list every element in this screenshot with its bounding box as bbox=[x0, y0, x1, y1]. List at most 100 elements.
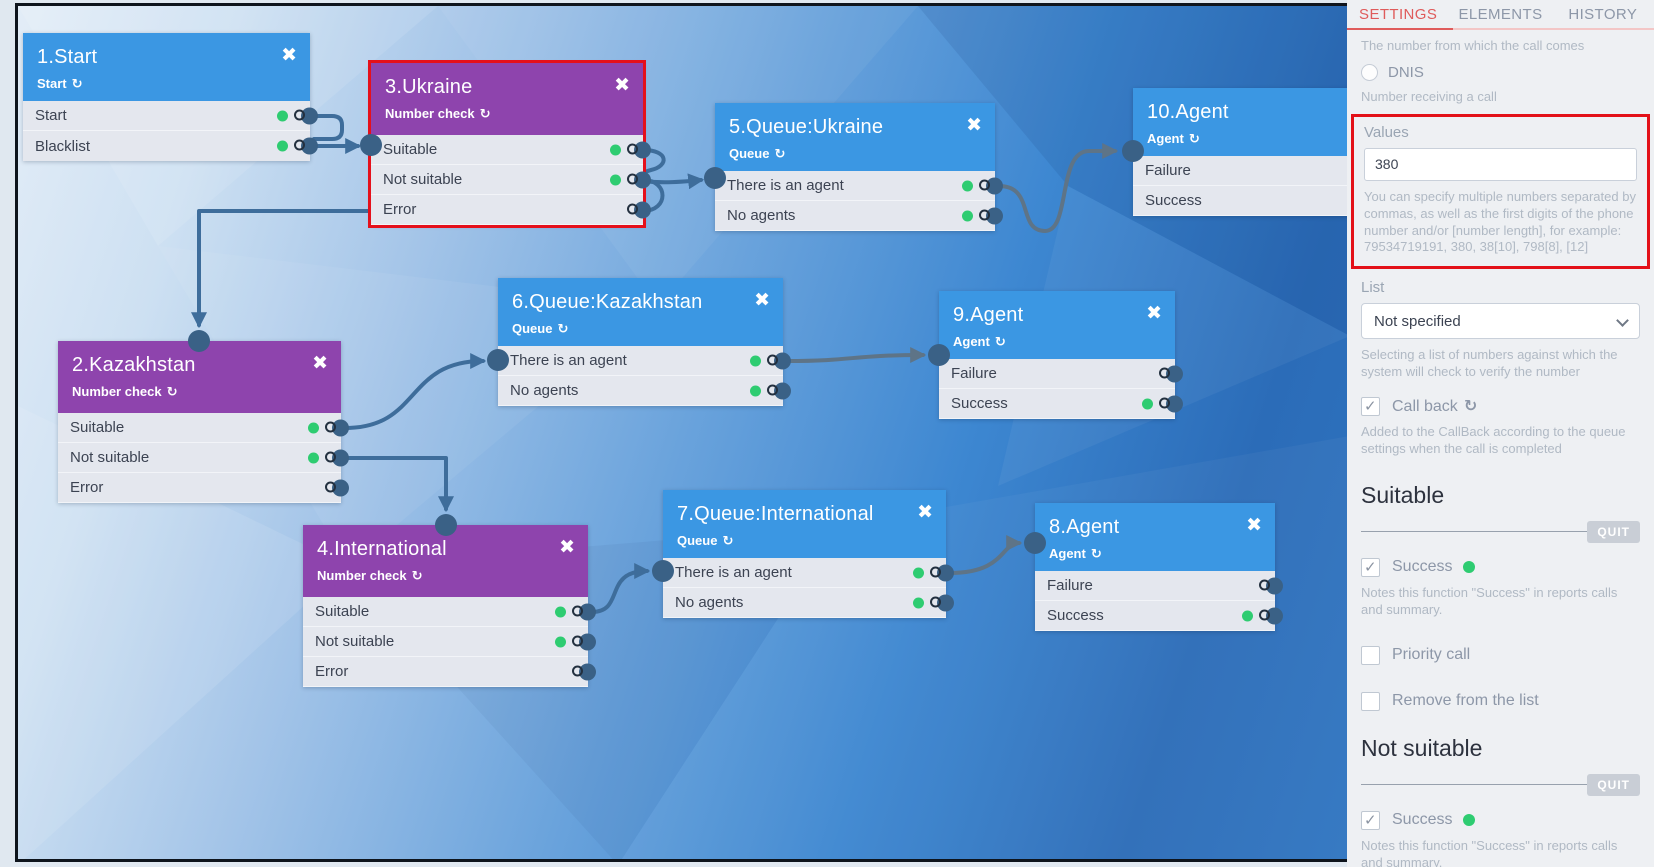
flow-node-queue-international[interactable]: 7.Queue:International Queue↻ ✖ There is … bbox=[652, 490, 954, 618]
close-icon[interactable]: ✖ bbox=[1146, 303, 1162, 324]
output-connector[interactable] bbox=[325, 449, 349, 466]
output-connector[interactable] bbox=[294, 137, 318, 155]
flow-node-agent-10[interactable]: 10.Agent Agent↻ ✖ Failure Success bbox=[1122, 88, 1347, 216]
node-output-row[interactable]: Error bbox=[371, 195, 651, 225]
close-icon[interactable]: ✖ bbox=[559, 537, 575, 558]
node-output-row[interactable]: Failure bbox=[1133, 156, 1347, 186]
input-connector[interactable] bbox=[487, 349, 509, 371]
output-connector[interactable] bbox=[767, 382, 791, 399]
node-output-row[interactable]: Error bbox=[303, 657, 596, 687]
tab-elements[interactable]: ELEMENTS bbox=[1458, 5, 1543, 23]
node-output-row[interactable]: Not suitable bbox=[303, 627, 596, 657]
node-output-row[interactable]: Error bbox=[58, 473, 349, 503]
remove-from-list-checkbox[interactable]: ✓ bbox=[1361, 691, 1380, 711]
dnis-radio[interactable] bbox=[1361, 63, 1378, 81]
output-connector[interactable] bbox=[627, 171, 651, 188]
input-connector[interactable] bbox=[928, 344, 950, 366]
output-connector[interactable] bbox=[979, 207, 1003, 224]
node-output-row[interactable]: Success bbox=[1035, 601, 1283, 631]
close-icon[interactable]: ✖ bbox=[312, 353, 328, 374]
node-output-row[interactable]: Failure bbox=[1035, 571, 1283, 601]
output-connector[interactable] bbox=[294, 107, 318, 124]
output-connector[interactable] bbox=[1259, 607, 1283, 624]
node-output-row[interactable]: Not suitable bbox=[371, 165, 651, 195]
input-connector[interactable] bbox=[1024, 532, 1046, 554]
input-connector[interactable] bbox=[704, 167, 726, 189]
tab-settings[interactable]: SETTINGS bbox=[1359, 5, 1438, 23]
input-connector[interactable] bbox=[188, 330, 210, 352]
output-connector[interactable] bbox=[572, 633, 596, 650]
flow-node-agent-9[interactable]: 9.Agent Agent↻ ✖ Failure Success bbox=[928, 291, 1183, 419]
close-icon[interactable]: ✖ bbox=[614, 75, 630, 96]
node-output-row[interactable]: Not suitable bbox=[58, 443, 349, 473]
callback-option[interactable]: ✓ Call back↻ bbox=[1361, 396, 1640, 416]
flow-node-ukraine[interactable]: 3.Ukraine Number check↻ ✖ Suitable Not s… bbox=[360, 60, 651, 228]
row-label: Failure bbox=[1145, 162, 1191, 179]
input-connector[interactable] bbox=[1122, 140, 1144, 162]
success-green-dot bbox=[1463, 561, 1476, 574]
output-connector[interactable] bbox=[930, 564, 954, 581]
values-label: Values bbox=[1364, 123, 1409, 141]
node-output-row[interactable]: Blacklist bbox=[23, 131, 318, 161]
output-connector[interactable] bbox=[1159, 365, 1183, 382]
flow-node-start[interactable]: 1.Start Start↻ ✖ Start Blacklist bbox=[23, 33, 318, 161]
values-input[interactable] bbox=[1364, 147, 1637, 181]
callback-checkbox[interactable]: ✓ bbox=[1361, 396, 1380, 416]
node-output-row[interactable]: There is an agent bbox=[663, 558, 954, 588]
flow-node-queue-ukraine[interactable]: 5.Queue:Ukraine Queue↻ ✖ There is an age… bbox=[704, 103, 1003, 231]
tab-history[interactable]: HISTORY bbox=[1568, 5, 1638, 23]
output-connector[interactable] bbox=[767, 352, 791, 369]
success-option[interactable]: ✓ Success bbox=[1361, 557, 1640, 577]
flow-node-queue-kazakhstan[interactable]: 6.Queue:Kazakhstan Queue↻ ✖ There is an … bbox=[487, 278, 791, 406]
input-connector[interactable] bbox=[435, 514, 457, 536]
flow-canvas[interactable]: 1.Start Start↻ ✖ Start Blacklist bbox=[15, 3, 1347, 862]
quit-button[interactable]: QUIT bbox=[1587, 520, 1640, 543]
output-connector[interactable] bbox=[979, 177, 1003, 194]
quit-button[interactable]: QUIT bbox=[1587, 773, 1640, 796]
node-output-row[interactable]: Success bbox=[939, 389, 1183, 419]
node-output-row[interactable]: Failure bbox=[939, 359, 1183, 389]
success-option[interactable]: ✓ Success bbox=[1361, 810, 1640, 830]
success-dot bbox=[555, 606, 566, 617]
node-output-row[interactable]: Suitable bbox=[303, 597, 596, 627]
output-connector[interactable] bbox=[325, 419, 349, 436]
output-connector[interactable] bbox=[572, 603, 596, 620]
node-output-row[interactable]: No agents bbox=[498, 376, 791, 406]
output-connector[interactable] bbox=[930, 594, 954, 611]
close-icon[interactable]: ✖ bbox=[281, 45, 297, 66]
output-connector[interactable] bbox=[627, 201, 651, 218]
row-label: Suitable bbox=[383, 141, 438, 158]
node-output-row[interactable]: Success bbox=[1133, 186, 1347, 216]
node-output-row[interactable]: Start bbox=[23, 101, 318, 131]
output-connector[interactable] bbox=[572, 663, 596, 680]
node-output-row[interactable]: Suitable bbox=[371, 135, 651, 165]
close-icon[interactable]: ✖ bbox=[917, 502, 933, 523]
node-output-row[interactable]: No agents bbox=[663, 588, 954, 618]
remove-from-list-option[interactable]: ✓ Remove from the list bbox=[1361, 691, 1640, 711]
flow-node-kazakhstan[interactable]: 2.Kazakhstan Number check↻ ✖ Suitable No… bbox=[58, 330, 349, 503]
success-checkbox[interactable]: ✓ bbox=[1361, 557, 1380, 577]
node-output-row[interactable]: Suitable bbox=[58, 413, 349, 443]
dnis-hint: Number receiving a call bbox=[1361, 88, 1497, 104]
success-checkbox[interactable]: ✓ bbox=[1361, 810, 1380, 830]
list-select[interactable]: Not specified bbox=[1361, 303, 1640, 340]
input-connector[interactable] bbox=[652, 560, 674, 582]
close-icon[interactable]: ✖ bbox=[966, 115, 982, 136]
node-output-row[interactable]: No agents bbox=[715, 201, 1003, 231]
flow-node-international[interactable]: 4.International Number check↻ ✖ Suitable… bbox=[303, 514, 596, 687]
close-icon[interactable]: ✖ bbox=[754, 290, 770, 311]
output-connector[interactable] bbox=[1259, 577, 1283, 594]
dnis-option[interactable]: DNIS bbox=[1361, 63, 1640, 81]
node-output-row[interactable]: There is an agent bbox=[715, 171, 1003, 201]
priority-call-option[interactable]: ✓ Priority call bbox=[1361, 645, 1640, 665]
priority-call-checkbox[interactable]: ✓ bbox=[1361, 645, 1380, 665]
close-icon[interactable]: ✖ bbox=[1246, 515, 1262, 536]
node-title: 3.Ukraine bbox=[385, 76, 473, 98]
output-connector[interactable] bbox=[325, 479, 349, 496]
output-connector[interactable] bbox=[1159, 395, 1183, 412]
node-output-row[interactable]: There is an agent bbox=[498, 346, 791, 376]
success-hint: Notes this function "Success" in reports… bbox=[1361, 584, 1618, 617]
output-connector[interactable] bbox=[627, 141, 651, 158]
flow-node-agent-8[interactable]: 8.Agent Agent↻ ✖ Failure Success bbox=[1024, 503, 1283, 631]
input-connector[interactable] bbox=[360, 134, 382, 156]
